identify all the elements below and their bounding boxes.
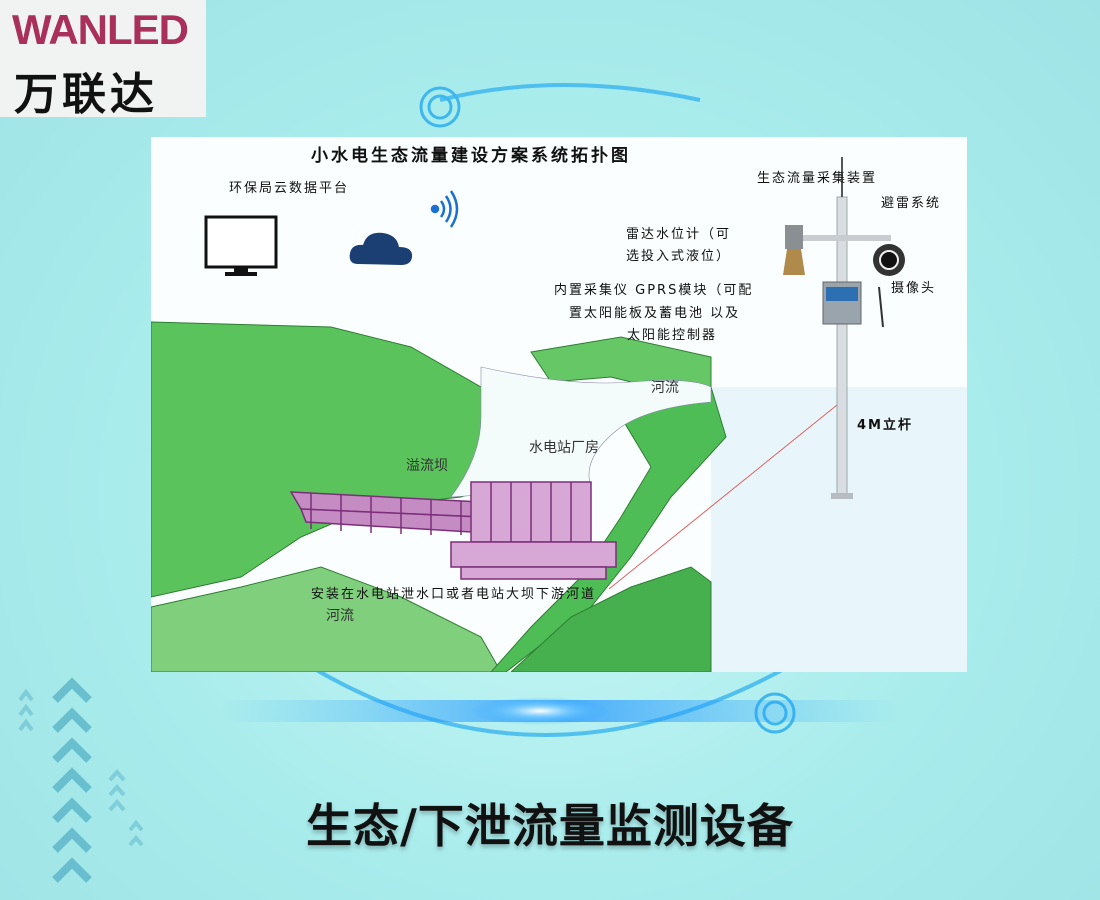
label-radar-1: 雷达水位计（可 — [626, 227, 732, 242]
right-hillside — [490, 386, 727, 672]
lower-left-bank — [151, 566, 502, 672]
brand-logo: WANLED 万联达 — [0, 0, 206, 120]
logo-chinese-name: 万联达 — [14, 69, 158, 120]
topology-diagram: 小水电生态流量建设方案系统拓扑图 环保局云数据平台 生态流量采集装置 避雷系统 … — [151, 137, 967, 672]
powerhouse-building — [450, 481, 617, 580]
label-pole: 4M立杆 — [857, 418, 913, 433]
page-title: 生态/下泄流量监测设备 — [306, 799, 794, 853]
label-radar-2: 选投入式液位） — [626, 249, 732, 264]
logo-wordmark: WANLED — [12, 6, 189, 53]
label-datalogger-1: 内置采集仪 GPRS模块（可配 — [554, 283, 754, 298]
cloud-icon — [349, 232, 413, 265]
lower-right-bank — [510, 566, 712, 672]
label-camera: 摄像头 — [891, 281, 937, 296]
label-river-lower: 河流 — [326, 608, 354, 624]
light-spot — [470, 697, 610, 725]
label-datalogger-3: 太阳能控制器 — [627, 328, 718, 343]
label-install-note: 安装在水电站泄水口或者电站大坝下游河道 — [311, 587, 597, 602]
diagram-illustration — [151, 157, 967, 672]
label-datalogger-2: 置太阳能板及蓄电池 以及 — [569, 306, 741, 321]
decor-small-ring-top — [419, 86, 461, 128]
label-collector: 生态流量采集装置 — [757, 171, 878, 186]
chevron-up-icon — [18, 688, 144, 847]
chevron-up-icon — [52, 677, 92, 883]
label-lightning: 避雷系统 — [881, 196, 942, 211]
monitor-icon — [204, 215, 278, 276]
diagram-title: 小水电生态流量建设方案系统拓扑图 — [311, 146, 631, 166]
monitoring-pole — [783, 157, 905, 499]
label-river-upper: 河流 — [651, 380, 679, 396]
decor-ring — [298, 83, 801, 737]
label-spillway: 溢流坝 — [406, 458, 448, 474]
river — [450, 366, 712, 498]
wifi-icon — [430, 190, 459, 228]
label-powerhouse: 水电站厂房 — [529, 440, 599, 456]
leader-line — [608, 404, 838, 590]
label-cloud-platform: 环保局云数据平台 — [229, 181, 350, 196]
